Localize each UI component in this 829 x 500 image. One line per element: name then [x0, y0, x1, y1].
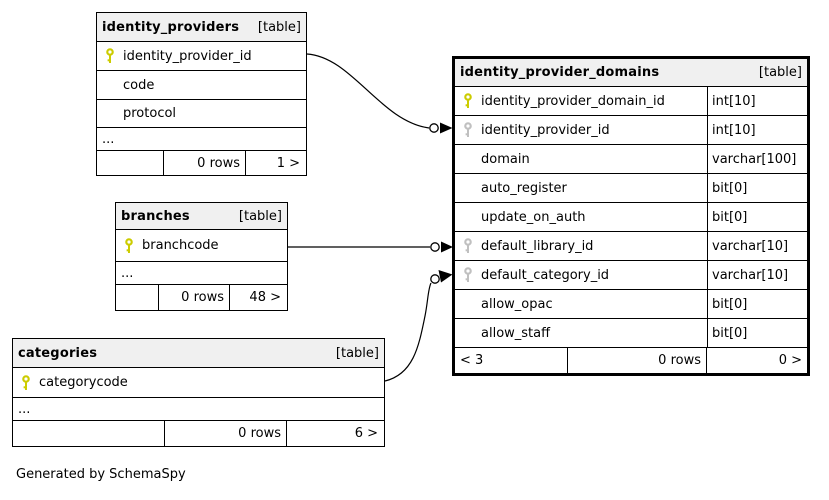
- row-count: 0 rows: [165, 421, 287, 446]
- table-header: categories [table]: [13, 339, 384, 368]
- column-row: code: [97, 71, 306, 100]
- related-tables-pager: 0 >: [778, 353, 802, 368]
- primary-key-icon: [116, 237, 142, 254]
- fk-connector-identity-provider-id: [306, 53, 453, 134]
- foreign-key-icon: [455, 122, 481, 138]
- column-type: int[10]: [707, 116, 807, 144]
- column-name: identity_provider_domain_id: [481, 93, 665, 109]
- column-name: identity_provider_id: [123, 48, 252, 64]
- more-columns-row: ...: [97, 128, 306, 151]
- column-name: domain: [481, 151, 530, 167]
- row-count: 0 rows: [568, 348, 707, 373]
- footer-spacer: [13, 421, 165, 446]
- table-header: identity_provider_domains [table]: [455, 59, 807, 87]
- column-name: allow_staff: [481, 325, 551, 341]
- column-row: branchcode: [116, 230, 287, 262]
- column-name: allow_opac: [481, 296, 553, 312]
- column-name: protocol: [123, 106, 177, 121]
- table-title: categories: [18, 345, 98, 361]
- table-footer: 0 rows 1 >: [97, 151, 306, 175]
- column-type: varchar[100]: [707, 145, 807, 173]
- column-row: domain varchar[100]: [455, 145, 807, 174]
- table-node-categories[interactable]: categories [table] categorycode ... 0 ro…: [12, 338, 385, 447]
- more-columns-row: ...: [13, 398, 384, 421]
- table-node-branches[interactable]: branches [table] branchcode ... 0 rows 4…: [115, 202, 288, 311]
- column-type: bit[0]: [707, 319, 807, 347]
- foreign-key-icon: [455, 238, 481, 254]
- column-type: varchar[10]: [707, 232, 807, 260]
- column-name: update_on_auth: [481, 209, 586, 225]
- table-footer: 0 rows 6 >: [13, 421, 384, 446]
- column-row: default_library_id varchar[10]: [455, 232, 807, 261]
- footer-spacer: [97, 151, 164, 175]
- column-row: identity_provider_domain_id int[10]: [455, 87, 807, 116]
- table-title: branches: [121, 208, 190, 224]
- column-row: protocol: [97, 100, 306, 128]
- column-name: identity_provider_id: [481, 122, 610, 138]
- foreign-key-icon: [455, 267, 481, 283]
- primary-key-icon: [455, 93, 481, 109]
- related-tables-pager: 6 >: [354, 426, 378, 441]
- column-row: allow_staff bit[0]: [455, 319, 807, 348]
- table-tag: [table]: [257, 19, 301, 35]
- generator-credit: Generated by SchemaSpy: [16, 467, 186, 482]
- table-title: identity_provider_domains: [460, 65, 660, 80]
- fk-connector-default-category-id: [384, 270, 453, 382]
- ellipsis-label: ...: [102, 131, 115, 147]
- column-type: varchar[10]: [707, 261, 807, 289]
- row-count: 0 rows: [159, 285, 230, 310]
- table-footer: < 3 0 rows 0 >: [455, 348, 807, 373]
- ellipsis-label: ...: [18, 401, 31, 417]
- column-row: default_category_id varchar[10]: [455, 261, 807, 290]
- related-tables-pager: 1 >: [276, 155, 300, 171]
- column-name: code: [123, 77, 155, 93]
- table-node-identity-provider-domains[interactable]: identity_provider_domains [table] identi…: [452, 56, 810, 376]
- column-type: bit[0]: [707, 174, 807, 202]
- table-tag: [table]: [758, 65, 802, 80]
- table-node-identity-providers[interactable]: identity_providers [table] identity_prov…: [96, 12, 307, 176]
- column-type: int[10]: [707, 87, 807, 115]
- column-name: categorycode: [39, 375, 128, 390]
- table-header: identity_providers [table]: [97, 13, 306, 42]
- column-name: branchcode: [142, 238, 219, 253]
- primary-key-icon: [97, 48, 123, 64]
- table-footer: 0 rows 48 >: [116, 285, 287, 310]
- footer-spacer: [116, 285, 159, 310]
- column-name: default_category_id: [481, 267, 610, 283]
- table-header: branches [table]: [116, 203, 287, 230]
- column-type: bit[0]: [707, 203, 807, 231]
- column-name: auto_register: [481, 180, 567, 196]
- column-row: categorycode: [13, 368, 384, 398]
- column-row: allow_opac bit[0]: [455, 290, 807, 319]
- related-tables-pager: 48 >: [249, 290, 281, 305]
- row-count: 0 rows: [164, 151, 246, 175]
- column-row: auto_register bit[0]: [455, 174, 807, 203]
- table-tag: [table]: [238, 208, 282, 224]
- column-row: identity_provider_id: [97, 42, 306, 71]
- ellipsis-label: ...: [121, 265, 134, 281]
- column-type: bit[0]: [707, 290, 807, 318]
- column-row: identity_provider_id int[10]: [455, 116, 807, 145]
- fk-connector-default-library-id: [288, 241, 453, 253]
- related-tables-pager-left: < 3: [455, 348, 568, 373]
- table-tag: [table]: [335, 345, 379, 361]
- more-columns-row: ...: [116, 262, 287, 285]
- table-title: identity_providers: [102, 19, 240, 35]
- primary-key-icon: [13, 374, 39, 391]
- column-name: default_library_id: [481, 238, 594, 254]
- column-row: update_on_auth bit[0]: [455, 203, 807, 232]
